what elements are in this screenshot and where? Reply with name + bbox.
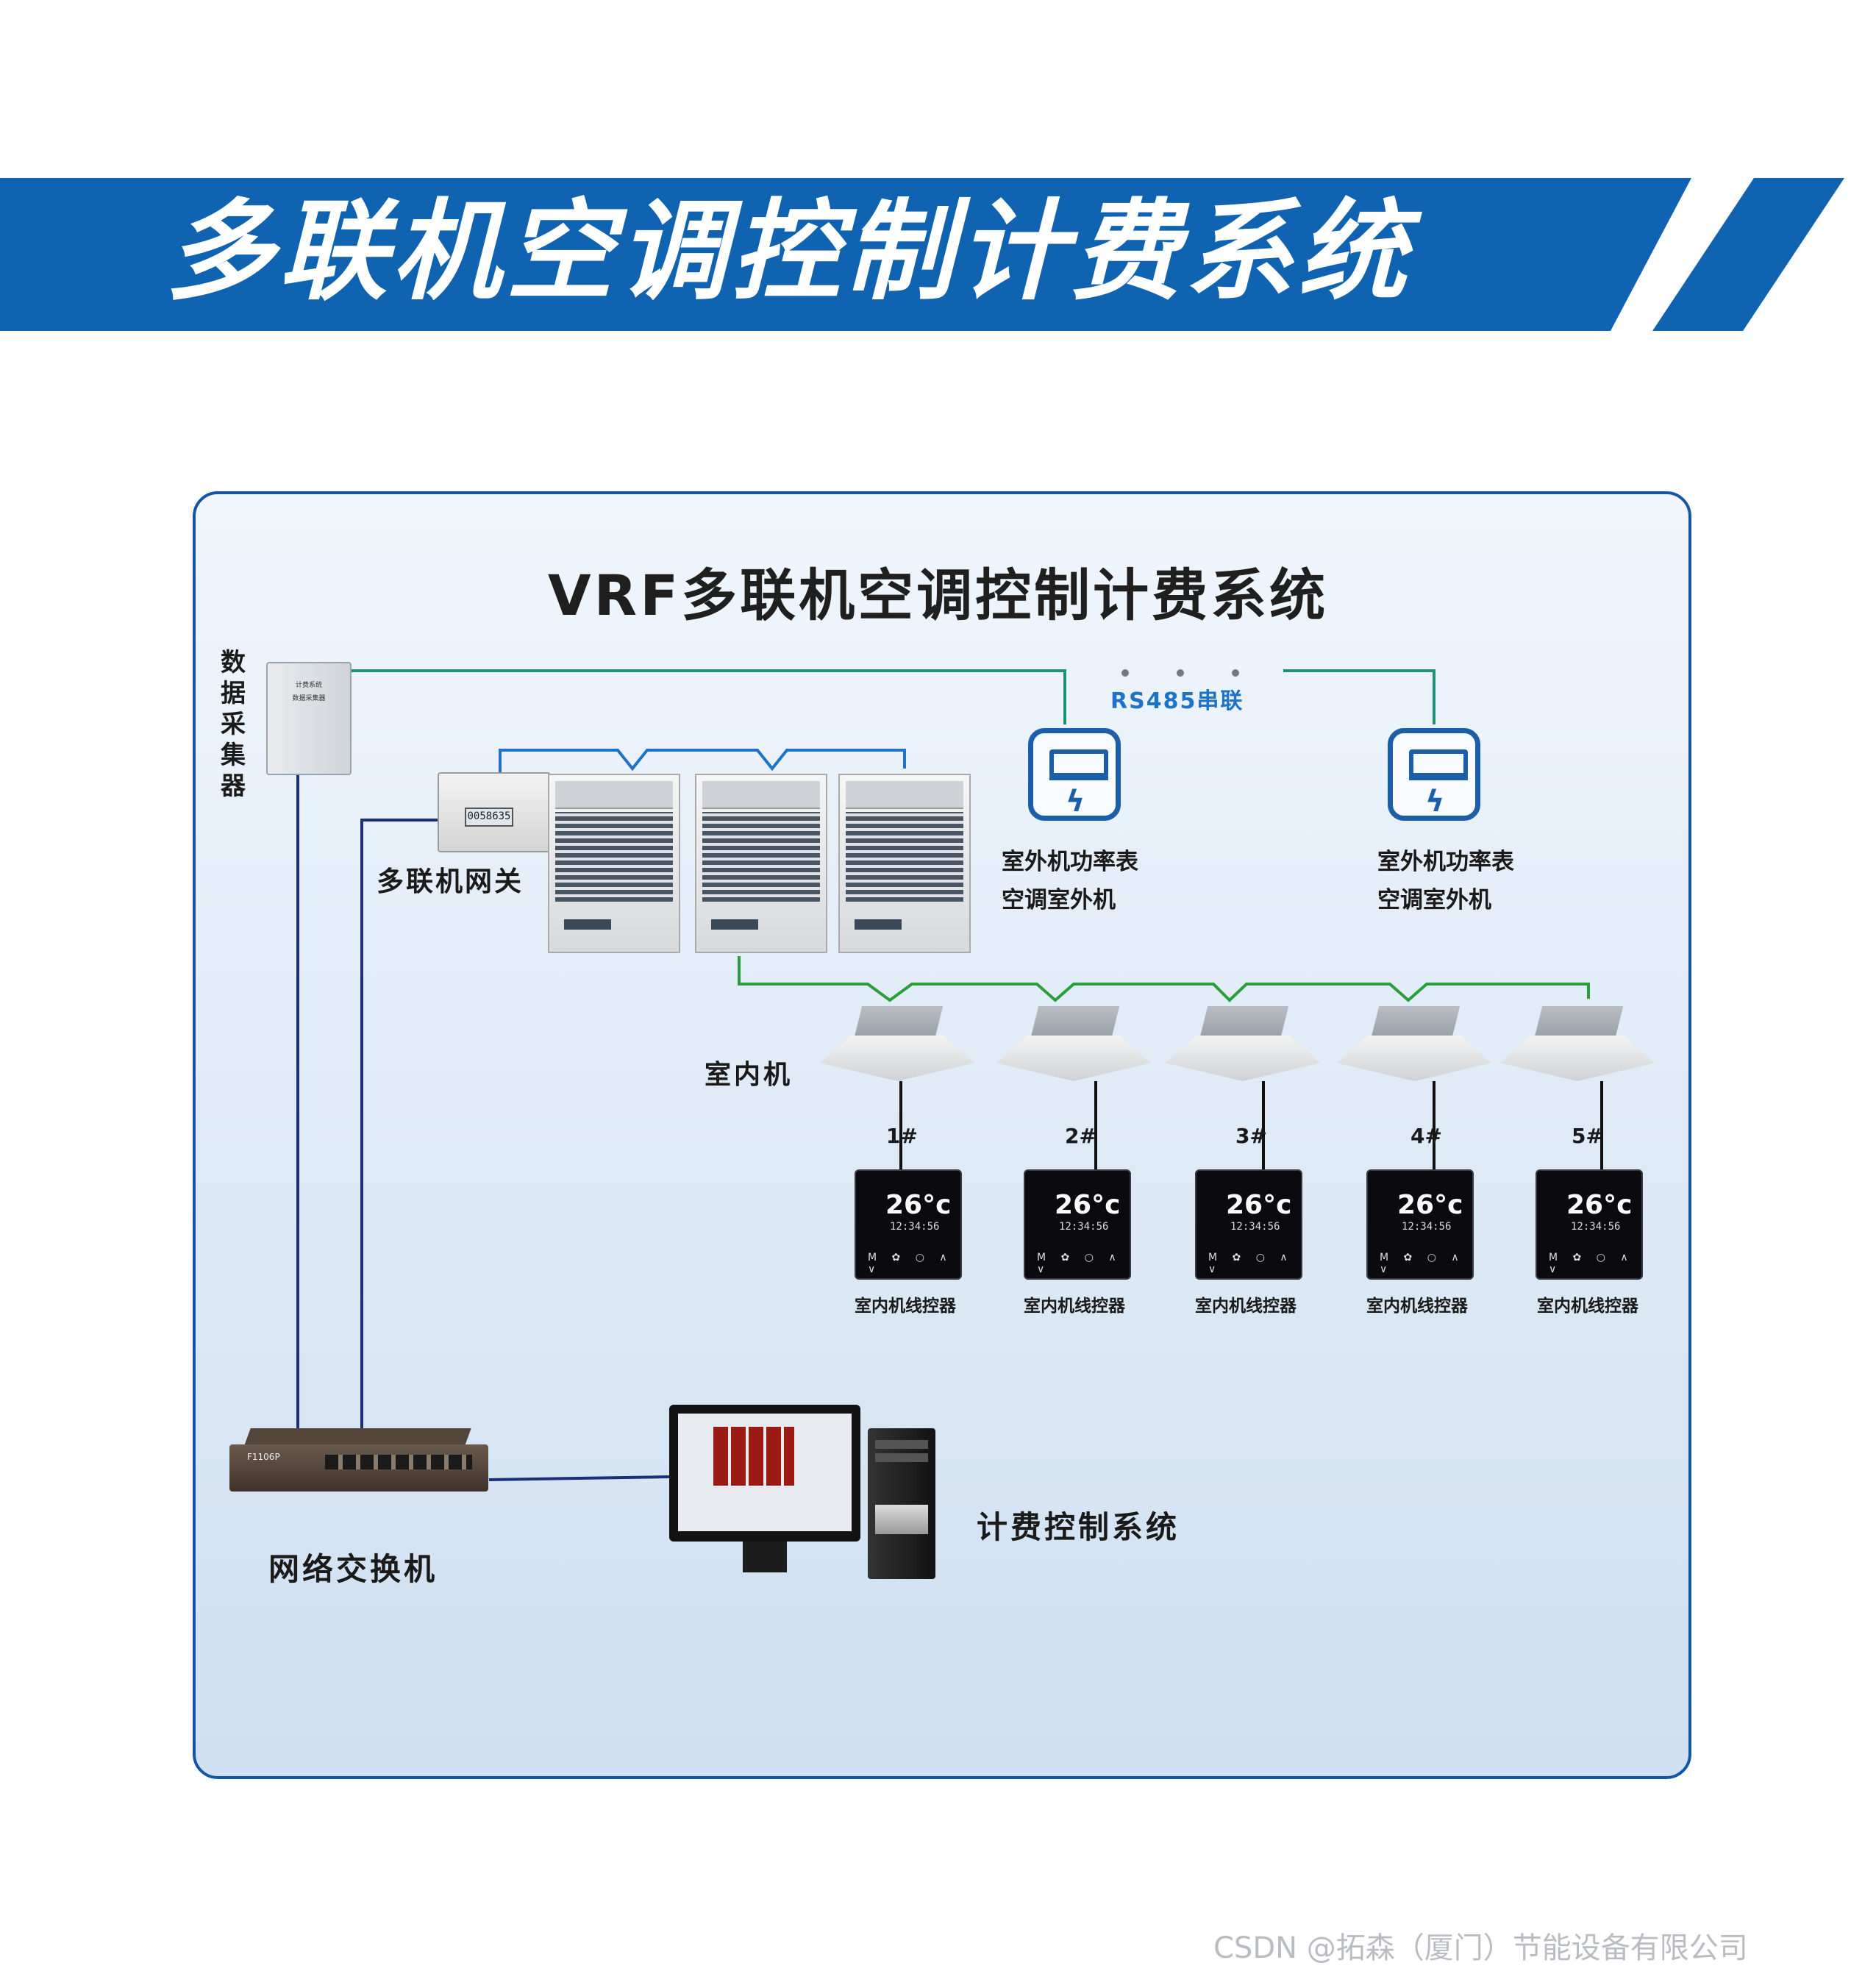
- line-controller: 26°c 12:34:56 M ✿ ○ ∧ ∨: [1536, 1169, 1643, 1280]
- controller-label: 室内机线控器: [855, 1297, 956, 1316]
- switch-label: 网络交换机: [268, 1551, 438, 1587]
- controller-time: 12:34:56: [1059, 1221, 1109, 1233]
- line-controller: 26°c 12:34:56 M ✿ ○ ∧ ∨: [855, 1169, 962, 1280]
- wire-switch-pc: [488, 1475, 670, 1481]
- controller-time: 12:34:56: [1571, 1221, 1621, 1233]
- rs485-dot: [1121, 669, 1129, 677]
- wire-collector-meter1: [349, 669, 1066, 724]
- billing-pc-tower: [868, 1428, 935, 1579]
- meter2-line2: 空调室外机: [1377, 887, 1491, 913]
- indoor-cassette-unit: [820, 1006, 974, 1088]
- controller-time: 12:34:56: [1230, 1221, 1280, 1233]
- rs485-dot: [1177, 669, 1184, 677]
- controller-label: 室内机线控器: [1195, 1297, 1297, 1316]
- power-meter-icon: ϟ: [1028, 728, 1121, 821]
- controller-temperature: 26°c: [1055, 1190, 1121, 1220]
- indoor-unit-label: 室内机: [705, 1060, 793, 1090]
- indoor-cassette-unit: [1166, 1006, 1320, 1088]
- controller-buttons: M ✿ ○ ∧ ∨: [868, 1252, 953, 1275]
- data-collector-device: 计费系统 数据采集器: [266, 662, 352, 775]
- outdoor-unit: [838, 774, 971, 953]
- vrf-gateway-device: 0058635: [438, 772, 551, 852]
- gateway-label: 多联机网关: [377, 866, 524, 897]
- collector-text-1: 计费系统: [295, 682, 322, 689]
- collector-text-2: 数据采集器: [292, 695, 326, 702]
- outdoor-unit: [548, 774, 680, 953]
- controller-time: 12:34:56: [890, 1221, 940, 1233]
- controller-buttons: M ✿ ○ ∧ ∨: [1380, 1252, 1465, 1275]
- rs485-dot: [1232, 669, 1239, 677]
- outdoor-unit: [695, 774, 827, 953]
- diagram-panel: [193, 491, 1691, 1779]
- wire-meter2: [1283, 669, 1435, 724]
- line-controller: 26°c 12:34:56 M ✿ ○ ∧ ∨: [1366, 1169, 1474, 1280]
- switch-model: F1106P: [247, 1452, 280, 1462]
- indoor-unit-number: 4#: [1410, 1124, 1442, 1148]
- controller-time: 12:34:56: [1402, 1221, 1452, 1233]
- gateway-display: 0058635: [465, 808, 513, 827]
- controller-buttons: M ✿ ○ ∧ ∨: [1037, 1252, 1122, 1275]
- line-controller: 26°c 12:34:56 M ✿ ○ ∧ ∨: [1195, 1169, 1302, 1280]
- power-meter-icon: ϟ: [1388, 728, 1480, 821]
- watermark-text: CSDN @拓森（厦门）节能设备有限公司: [1213, 1931, 1748, 1965]
- controller-temperature: 26°c: [1397, 1190, 1463, 1220]
- network-switch-device: F1106P: [229, 1428, 493, 1509]
- indoor-unit-number: 3#: [1235, 1124, 1267, 1148]
- indoor-cassette-unit: [1337, 1006, 1491, 1088]
- controller-temperature: 26°c: [1226, 1190, 1292, 1220]
- indoor-cassette-unit: [1500, 1006, 1655, 1088]
- controller-label: 室内机线控器: [1024, 1297, 1125, 1316]
- banner-title: 多联机空调控制计费系统: [165, 188, 1411, 315]
- indoor-cassette-unit: [996, 1006, 1151, 1088]
- meter1-line2: 空调室外机: [1002, 887, 1116, 913]
- controller-label: 室内机线控器: [1537, 1297, 1638, 1316]
- rs485-label: RS485串联: [1110, 688, 1244, 714]
- controller-buttons: M ✿ ○ ∧ ∨: [1549, 1252, 1634, 1275]
- billing-monitor: [669, 1405, 860, 1572]
- billing-system-label: 计费控制系统: [977, 1509, 1180, 1545]
- wire-gateway-switch: [360, 819, 438, 1434]
- indoor-unit-number: 1#: [886, 1124, 918, 1148]
- controller-temperature: 26°c: [885, 1190, 952, 1220]
- controller-label: 室内机线控器: [1366, 1297, 1468, 1316]
- controller-temperature: 26°c: [1566, 1190, 1633, 1220]
- meter1-line1: 室外机功率表: [1002, 849, 1138, 875]
- diagram-title: VRF多联机空调控制计费系统: [547, 563, 1329, 628]
- data-collector-label: 数据采集器: [221, 648, 246, 801]
- wire-outdoor-bus: [499, 749, 906, 774]
- controller-buttons: M ✿ ○ ∧ ∨: [1208, 1252, 1294, 1275]
- indoor-unit-number: 5#: [1572, 1124, 1603, 1148]
- indoor-unit-number: 2#: [1065, 1124, 1096, 1148]
- meter2-line1: 室外机功率表: [1377, 849, 1514, 875]
- wire-indoor-bus: [738, 956, 1590, 1002]
- line-controller: 26°c 12:34:56 M ✿ ○ ∧ ∨: [1024, 1169, 1131, 1280]
